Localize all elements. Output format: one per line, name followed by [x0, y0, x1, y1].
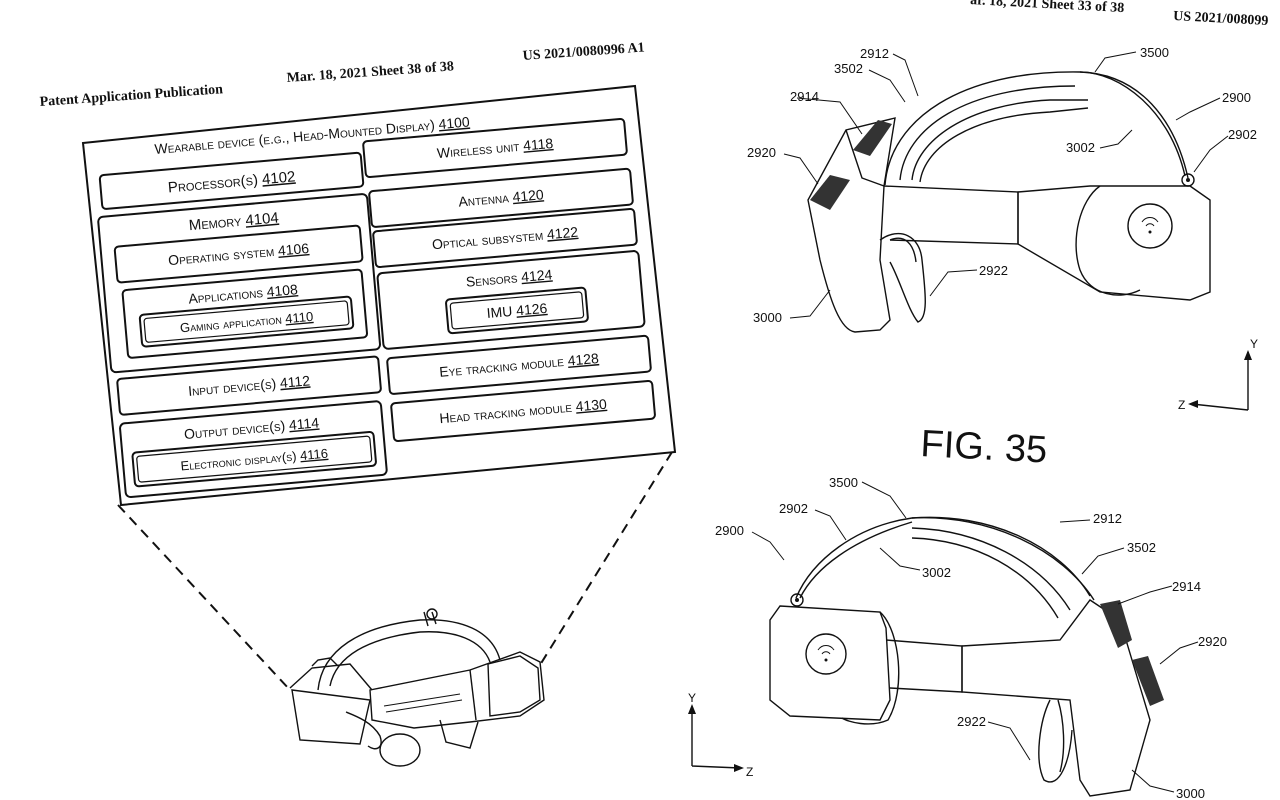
output-device-box: Output device(s) 4114 Electronic display…: [119, 400, 388, 499]
electronic-display-box: Electronic display(s) 4116: [131, 430, 377, 488]
ref-2914-top: 2914: [790, 89, 819, 104]
ref-2922-bottom: 2922: [957, 714, 986, 729]
ref-3502-top: 3502: [834, 61, 863, 76]
processor-box: Processor(s) 4102: [98, 151, 365, 210]
ref-2920-top: 2920: [747, 145, 776, 160]
svg-text:Antenna 4120: Antenna 4120: [458, 186, 545, 209]
axis-z-label-bottom: Z: [746, 765, 753, 779]
projection-line-right: [539, 451, 673, 666]
axis-z-label-top: Z: [1178, 398, 1185, 412]
axis-lines-top: [1191, 352, 1249, 411]
right-header-date-sheet: ar. 18, 2021 Sheet 33 of 38: [970, 0, 1125, 16]
ref-2914-bottom: 2914: [1172, 579, 1201, 594]
ref-2922-top: 2922: [979, 263, 1008, 278]
wireless-unit-box: Wireless unit 4118: [362, 117, 628, 179]
antenna-box: Antenna 4120: [368, 167, 634, 228]
svg-text:Wireless unit 4118: Wireless unit 4118: [436, 135, 554, 161]
sensors-box: Sensors 4124 IMU 4126: [376, 250, 646, 350]
eye-tracking-box: Eye tracking module 4128: [386, 334, 652, 395]
headset-illustration-small: [289, 608, 545, 767]
right-sheet-header: ar. 18, 2021 Sheet 33 of 38 US 2021/0080…: [970, 0, 1269, 29]
svg-text:IMU 4126: IMU 4126: [486, 300, 548, 321]
imu-box: IMU 4126: [445, 286, 589, 335]
ref-2902-top: 2902: [1228, 127, 1257, 142]
memory-box: Memory 4104 Operating system 4106 Applic…: [97, 193, 382, 374]
svg-text:Sensors 4124: Sensors 4124: [465, 266, 553, 290]
ref-3000-bottom: 3000: [1176, 786, 1205, 800]
svg-text:Eye tracking module 4128: Eye tracking module 4128: [439, 350, 600, 380]
axis-lines-bottom: [691, 708, 741, 769]
ref-2900-top: 2900: [1222, 90, 1251, 105]
ref-2912-bottom: 2912: [1093, 511, 1122, 526]
ref-3000-top: 3000: [753, 310, 782, 325]
figure-label: FIG. 35: [920, 423, 1049, 472]
svg-text:Applications 4108: Applications 4108: [188, 281, 299, 307]
ref-3500-top: 3500: [1140, 45, 1169, 60]
header-date-sheet: Mar. 18, 2021 Sheet 38 of 38: [286, 59, 454, 86]
ref-3002-bottom: 3002: [922, 565, 951, 580]
operating-system-box: Operating system 4106: [113, 224, 364, 284]
ref-3502-bottom: 3502: [1127, 540, 1156, 555]
header-patent-number: US 2021/0080996 A1: [522, 41, 645, 64]
head-tracking-box: Head tracking module 4130: [390, 379, 656, 443]
headset-view-bottom: 3500 2902 2912 2900 3502 3002 2914 2920 …: [688, 475, 1227, 800]
svg-text:Input device(s) 4112: Input device(s) 4112: [187, 372, 310, 399]
headset-view-top: 3500 2912 3502 2914 2900 2902 3002 2920 …: [747, 45, 1258, 412]
axis-y-label-bottom: Y: [688, 691, 696, 705]
ref-3002-top: 3002: [1066, 140, 1095, 155]
header-publication-label: Patent Application Publication: [39, 82, 223, 110]
ref-2920-bottom: 2920: [1198, 634, 1227, 649]
svg-text:Memory 4104: Memory 4104: [188, 209, 279, 234]
ref-3500-bottom: 3500: [829, 475, 858, 490]
ref-2900-bottom: 2900: [715, 523, 744, 538]
ref-2912-top: 2912: [860, 46, 889, 61]
axis-y-label-top: Y: [1250, 337, 1258, 351]
right-header-patent-number: US 2021/008099: [1173, 9, 1269, 29]
ref-2902-bottom: 2902: [779, 501, 808, 516]
gaming-application-box: Gaming application 4110: [138, 295, 355, 348]
optical-subsystem-box: Optical subsystem 4122: [372, 207, 638, 269]
applications-box: Applications 4108 Gaming application 411…: [121, 268, 369, 359]
projection-line-left: [117, 504, 291, 691]
input-device-box: Input device(s) 4112: [116, 355, 382, 416]
